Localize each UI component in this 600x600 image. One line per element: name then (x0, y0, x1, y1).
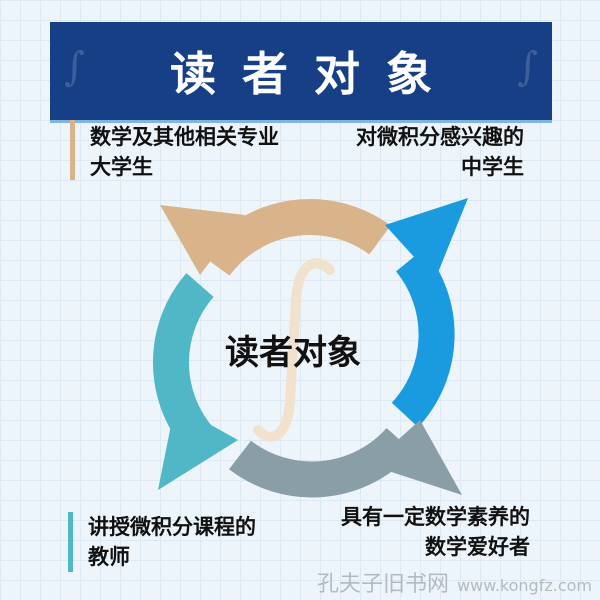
watermark-name: 孔夫子旧书网 (317, 572, 450, 597)
center-label: 读者对象 (225, 333, 361, 373)
arrow-arc-tan (200, 199, 391, 277)
title-banner: ∫ 读者对象 ∫ (50, 22, 552, 123)
audience-line: 数学爱好者 (425, 535, 530, 559)
audience-highschool: 对微积分感兴趣的 中学生 (356, 122, 524, 182)
audience-university: 数学及其他相关专业 大学生 (90, 122, 279, 182)
watermark-url: www.kongfz.com (457, 576, 592, 595)
arrow-arc-blue (391, 248, 455, 428)
audience-line: 对微积分感兴趣的 (356, 125, 524, 149)
page-title: 读者对象 (170, 47, 458, 101)
integral-icon: ∫ (517, 44, 538, 90)
audience-line: 讲授微积分课程的 (88, 515, 256, 539)
audience-teacher: 讲授微积分课程的 教师 (88, 512, 256, 572)
audience-line: 中学生 (461, 155, 524, 179)
audience-line: 具有一定数学素养的 (341, 505, 530, 529)
integral-watermark-icon (253, 258, 335, 442)
audience-line: 教师 (88, 545, 130, 569)
audience-line: 大学生 (90, 155, 153, 179)
arrowhead-tan (160, 205, 245, 275)
audience-line: 数学及其他相关专业 (90, 125, 279, 149)
audience-enthusiast: 具有一定数学素养的 数学爱好者 (341, 502, 530, 562)
arrowhead-blue (385, 198, 468, 280)
integral-icon: ∫ (64, 44, 85, 90)
arrowhead-gray (370, 420, 462, 495)
accent-bar (68, 512, 73, 572)
accent-bar (70, 120, 75, 180)
watermark: 孔夫子旧书网 www.kongfz.com (317, 566, 592, 598)
arrowhead-teal (158, 405, 238, 490)
